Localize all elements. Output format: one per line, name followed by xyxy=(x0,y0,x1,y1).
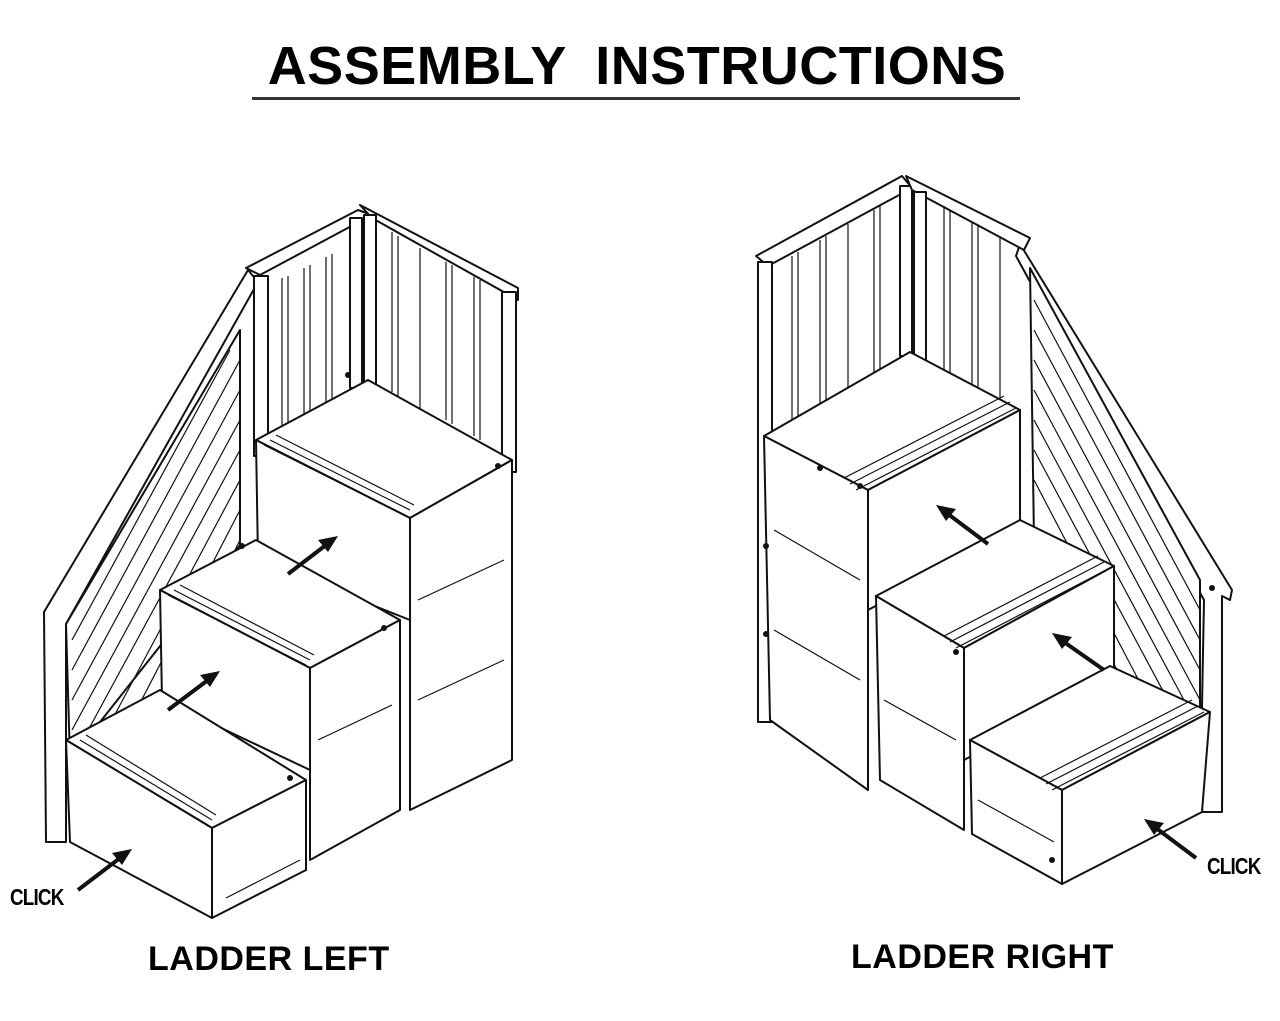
right-top-step xyxy=(763,351,1021,791)
page-title: ASSEMBLY INSTRUCTIONS xyxy=(267,36,1007,96)
title-underline xyxy=(252,97,1020,100)
click-callout-left: CLICK xyxy=(10,884,64,910)
left-arrow-bottom xyxy=(76,849,132,892)
ladder-left-drawing xyxy=(43,204,519,919)
caption-ladder-left: LADDER LEFT xyxy=(148,940,390,978)
left-arrow-top xyxy=(286,536,338,576)
right-arrow-top xyxy=(936,505,990,546)
left-top-step xyxy=(255,379,513,811)
right-arrow-middle xyxy=(1052,633,1106,672)
ladder-right-drawing xyxy=(755,175,1233,885)
right-side-rail xyxy=(1015,243,1233,813)
right-back-railing xyxy=(755,175,1031,723)
left-arrow-middle xyxy=(166,671,220,712)
right-bottom-step xyxy=(969,665,1211,885)
left-bottom-step xyxy=(65,689,307,919)
right-middle-step xyxy=(875,519,1115,831)
left-middle-step xyxy=(159,539,401,861)
click-callout-right: CLICK xyxy=(1207,853,1261,879)
caption-ladder-right: LADDER RIGHT xyxy=(851,938,1114,976)
right-arrow-bottom xyxy=(1144,819,1198,860)
